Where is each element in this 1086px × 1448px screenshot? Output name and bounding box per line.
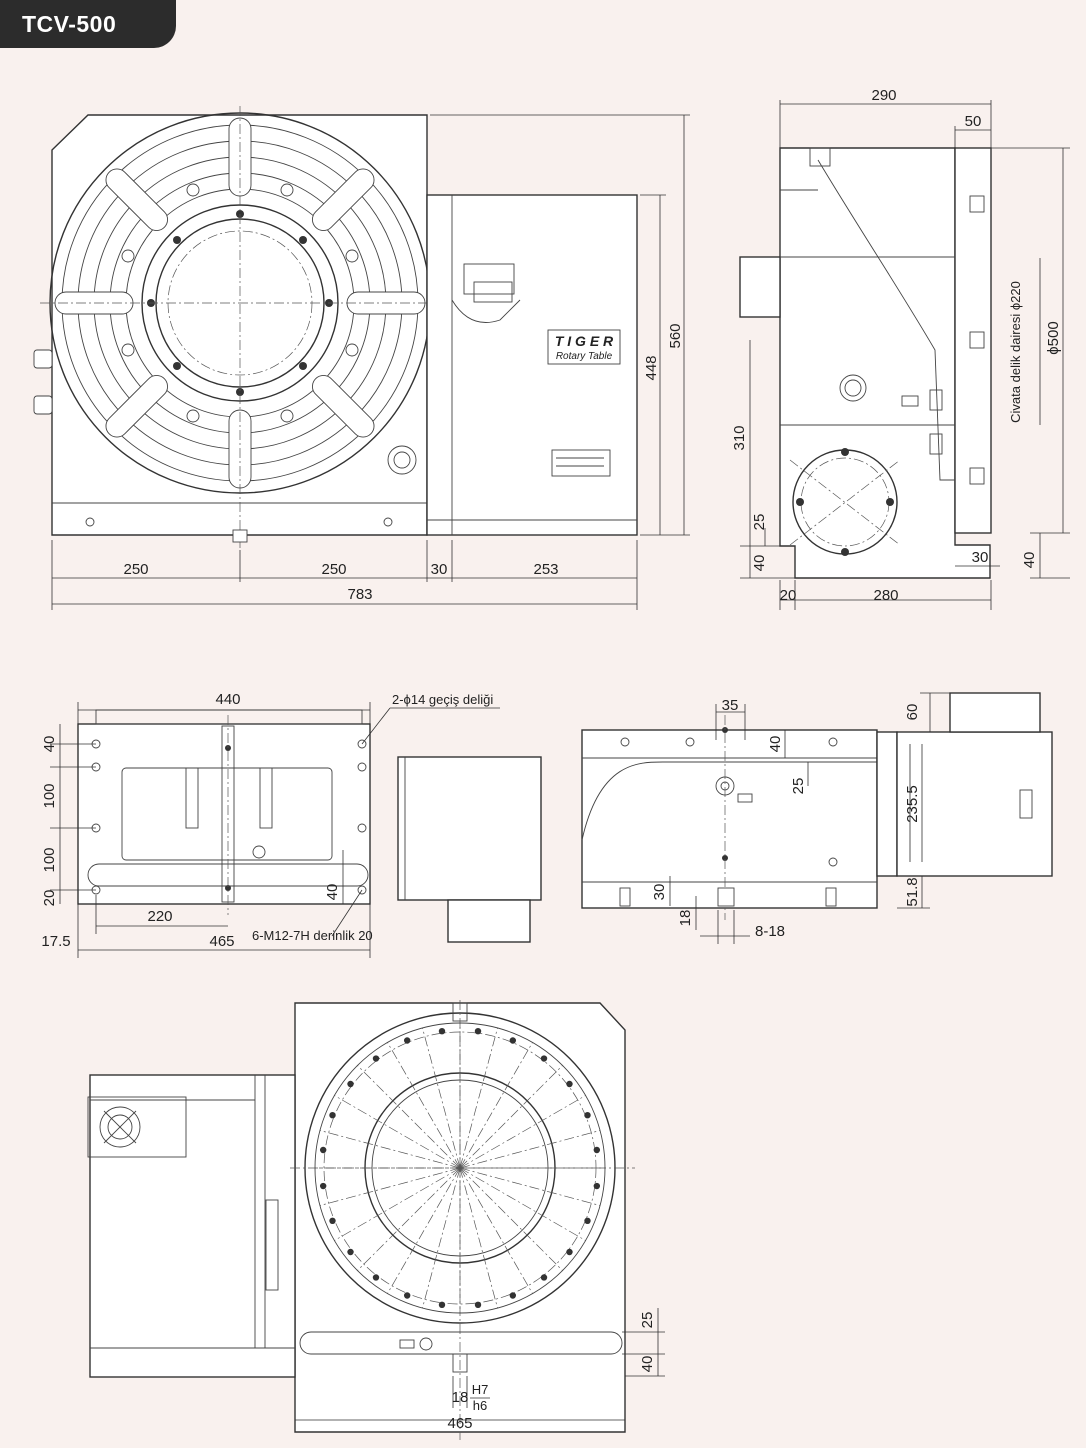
bolt-hole xyxy=(474,1301,482,1309)
radial-line xyxy=(422,1167,461,1309)
dim-side-20: 20 xyxy=(780,587,797,604)
dim-bs-51: 51.8 xyxy=(904,877,921,906)
dim-base-20: 20 xyxy=(41,890,58,907)
dim-side-top: 290 xyxy=(871,87,896,104)
dim-front-w2: 250 xyxy=(321,561,346,578)
dim-side-280: 280 xyxy=(873,587,898,604)
diameter-label: ϕ500 xyxy=(1045,321,1062,354)
bolt-hole xyxy=(593,1182,601,1190)
model-title: TCV-500 xyxy=(0,0,176,48)
dim-side-30: 30 xyxy=(972,549,989,566)
brand-subtitle: Rotary Table xyxy=(556,351,613,362)
radial-line xyxy=(357,1167,461,1271)
dim-side-310: 310 xyxy=(731,425,748,450)
dim-base-465: 465 xyxy=(209,933,234,950)
bolt-hole xyxy=(584,1217,591,1225)
dim-front-h2: 560 xyxy=(667,323,684,348)
radial-line xyxy=(334,1095,461,1169)
bolt-hole xyxy=(329,1217,336,1225)
bolt-hole xyxy=(540,1274,548,1281)
dim-bs-18: 18 xyxy=(677,910,694,927)
bolt-hole xyxy=(347,1080,354,1088)
radial-line xyxy=(459,1167,586,1241)
front-view: T I G E R Rotary Table 250 250 30 253 78… xyxy=(33,106,690,610)
base-top-view: 440 40 100 100 20 220 40 17.5 465 2-ϕ14 … xyxy=(41,691,542,958)
dim-plan-25: 25 xyxy=(639,1312,656,1329)
brand-name: T I G E R xyxy=(555,333,614,349)
note-holes: 2-ϕ14 geçiş deliği xyxy=(392,692,493,707)
bolt-hole xyxy=(347,1248,354,1256)
dim-front-w1: 250 xyxy=(123,561,148,578)
bolt-hole xyxy=(509,1292,517,1299)
radial-line xyxy=(319,1130,461,1169)
plan-view: 25 40 18 H7 h6 465 xyxy=(87,1000,665,1440)
dim-bs-35: 35 xyxy=(722,697,739,714)
base-side-view: 35 40 25 30 18 8-18 60 235.5 51.8 xyxy=(581,692,1053,944)
radial-line xyxy=(459,1167,533,1294)
bolt-hole xyxy=(438,1027,446,1035)
radial-line xyxy=(319,1167,461,1206)
dim-base-17: 17.5 xyxy=(41,933,70,950)
dim-bs-235: 235.5 xyxy=(904,785,921,823)
dim-bs-30: 30 xyxy=(651,884,668,901)
dim-side-25: 25 xyxy=(751,514,768,531)
bolt-hole xyxy=(540,1055,548,1062)
dim-front-w3: 30 xyxy=(431,561,448,578)
dim-front-w4: 253 xyxy=(533,561,558,578)
dim-side-top2: 50 xyxy=(965,113,982,130)
fit-tolerance-bottom: h6 xyxy=(473,1398,487,1413)
dim-base-40b: 40 xyxy=(324,884,341,901)
brand-plate xyxy=(547,329,621,365)
bolt-hole xyxy=(584,1111,591,1119)
radial-line xyxy=(422,1027,461,1169)
dim-bs-60: 60 xyxy=(904,704,921,721)
dim-plan-40: 40 xyxy=(639,1356,656,1373)
radial-line xyxy=(387,1167,461,1294)
radial-line xyxy=(459,1167,601,1206)
dim-front-h1: 448 xyxy=(643,355,660,380)
dim-side-r40: 40 xyxy=(1021,552,1038,569)
dim-base-100a: 100 xyxy=(41,783,58,808)
radial-line xyxy=(459,1027,498,1169)
dim-front-total: 783 xyxy=(347,586,372,603)
radial-line xyxy=(459,1167,498,1309)
fit-tolerance-top: H7 xyxy=(472,1382,489,1397)
bolt-hole xyxy=(566,1248,573,1256)
dim-plan-key: 18 xyxy=(452,1389,469,1406)
bolt-hole xyxy=(566,1080,573,1088)
dim-base-440: 440 xyxy=(215,691,240,708)
bolt-hole xyxy=(509,1037,517,1044)
radial-line xyxy=(459,1042,533,1169)
dim-bs-40: 40 xyxy=(767,736,784,753)
radial-line xyxy=(459,1065,563,1169)
side-view: 290 50 310 25 40 20 280 30 40 Civata del… xyxy=(731,87,1070,610)
bolt-circle-label: Civata delik dairesi ϕ220 xyxy=(1008,281,1023,423)
dim-base-220: 220 xyxy=(147,908,172,925)
radial-line xyxy=(459,1130,601,1169)
radial-line xyxy=(357,1065,461,1169)
bolt-hole xyxy=(319,1146,327,1154)
radial-line xyxy=(334,1167,461,1241)
bolt-hole xyxy=(403,1037,411,1044)
bolt-hole xyxy=(438,1301,446,1309)
bolt-hole xyxy=(329,1111,336,1119)
dim-base-40: 40 xyxy=(41,736,58,753)
dim-bs-818: 8-18 xyxy=(755,923,785,940)
radial-line xyxy=(459,1167,563,1271)
radial-line xyxy=(459,1095,586,1169)
bolt-hole xyxy=(372,1055,380,1062)
dim-base-100b: 100 xyxy=(41,847,58,872)
note-tapped: 6-M12-7H derinlik 20 xyxy=(252,928,373,943)
bolt-hole xyxy=(319,1182,327,1190)
bolt-hole xyxy=(593,1146,601,1154)
bolt-hole xyxy=(403,1292,411,1299)
bolt-hole xyxy=(474,1027,482,1035)
dim-side-40: 40 xyxy=(751,555,768,572)
dim-bs-25: 25 xyxy=(790,778,807,795)
bolt-hole xyxy=(372,1274,380,1281)
dim-plan-465: 465 xyxy=(447,1415,472,1432)
radial-line xyxy=(387,1042,461,1169)
